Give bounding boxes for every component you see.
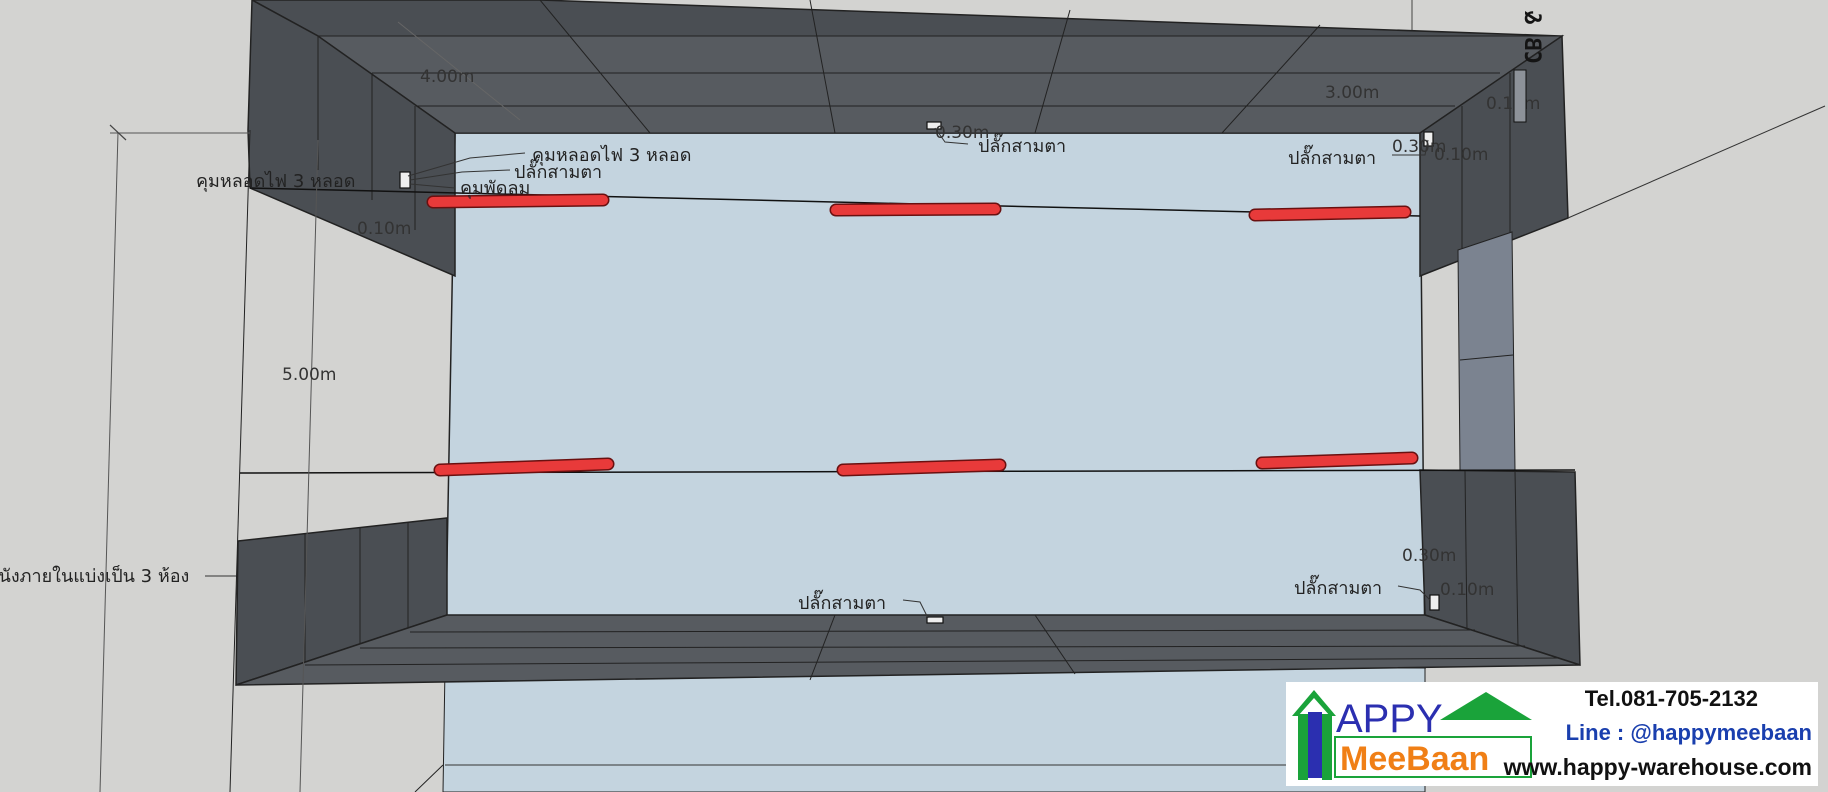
leader-line [409,169,511,181]
plug-label-bottom-right: ปลั๊กสามตา [1294,574,1382,599]
plug-label-top-center: ปลั๊กสามตา [978,132,1066,157]
construction-line [539,0,651,134]
construction-line [414,764,444,792]
fan-control-label: คุมพัดลม [460,178,530,199]
leader-line [1397,585,1431,601]
dimension-label: 5.00m [282,365,336,385]
dimension-line [397,21,521,121]
plug-label-top-left: ปลั๊กสามตา [514,158,602,183]
lamp-tube [838,460,1005,475]
lamp-tube [1257,453,1417,468]
dimension-label: 0.10m [1486,94,1540,114]
logo-h-right [1322,714,1332,780]
dimension-label: 0.30m [1402,546,1456,566]
dimension-label: 0.10m [357,219,411,239]
construction-line [1514,470,1519,646]
outlet-marker [1423,131,1434,147]
outlet-marker [926,121,942,130]
lamp-tube [831,204,1000,215]
ceiling-lower [442,667,1426,792]
construction-line [359,645,1526,649]
construction-line [1221,24,1321,134]
construction-line [249,187,1421,217]
construction-line [1034,9,1071,134]
room-division-label: ผนังภายในแบ่งเป็น 3 ห้อง [0,564,189,587]
bottom-beam [235,614,1581,686]
outlet-marker [399,171,411,189]
lamp-group [426,193,1419,477]
leader-line [934,127,969,145]
logo-line-id: Line : @happymeebaan [1565,720,1812,745]
construction-line [809,614,836,681]
construction-line [304,657,1561,666]
plug-label-bottom-center: ปลั๊กสามตา [798,589,886,614]
construction-line [409,629,1476,633]
construction-line [1459,354,1514,361]
logo-h-bar [1308,712,1322,778]
dimension-line [299,139,319,792]
company-logo-banner: APPY MeeBaan Tel.081-705-2132 Line : @ha… [1286,682,1818,786]
lamp-tube [435,459,613,475]
lamp-tube [428,195,608,207]
outlet-marker [926,616,944,624]
logo-h-left [1298,714,1308,780]
dimension-label: 3.00m [1325,83,1379,103]
dimension-label: 4.00m [420,67,474,87]
side-wall-panel [1513,69,1527,123]
logo-brand-bottom: MeeBaan [1340,740,1489,778]
logo-website: www.happy-warehouse.com [1503,754,1812,780]
construction-line [1567,105,1826,219]
happy-meebaan-logo: APPY MeeBaan [1292,690,1532,780]
lamp-housing-label-left: คุมหลอดไฟ 3 หลอด [196,170,355,192]
construction-line [229,129,251,792]
dimension-line [109,124,127,141]
right-column [1457,231,1516,471]
construction-line [1464,470,1468,631]
house-roof-left [1292,690,1336,716]
leader-line [1392,139,1429,156]
logo-orange-inner [1336,738,1530,776]
dimension-label: 0.10m [1440,580,1494,600]
outlet-marker [1429,594,1440,611]
dimension-label: 0.10m [1434,145,1488,165]
leader-line [409,183,456,189]
leader-line [407,152,526,177]
logo-brand-top: APPY [1336,697,1443,741]
dimension-line [99,131,119,792]
lamp-housing-label-top: คุมหลอดไฟ 3 หลอด [532,144,691,166]
lamp-tube [1250,207,1410,220]
plug-label-top-right: ปลั๊กสามตา [1288,144,1376,169]
construction-line [809,0,836,134]
logo-phone: Tel.081-705-2132 [1584,686,1758,711]
dimension-label: 0.30m [1392,137,1446,157]
side-wall-sign: CB & Meter [1519,0,1544,64]
dimension-label: 0.30m [935,123,989,143]
leader-line [902,599,929,619]
construction-line [1034,614,1076,675]
house-roof-right [1440,692,1532,720]
